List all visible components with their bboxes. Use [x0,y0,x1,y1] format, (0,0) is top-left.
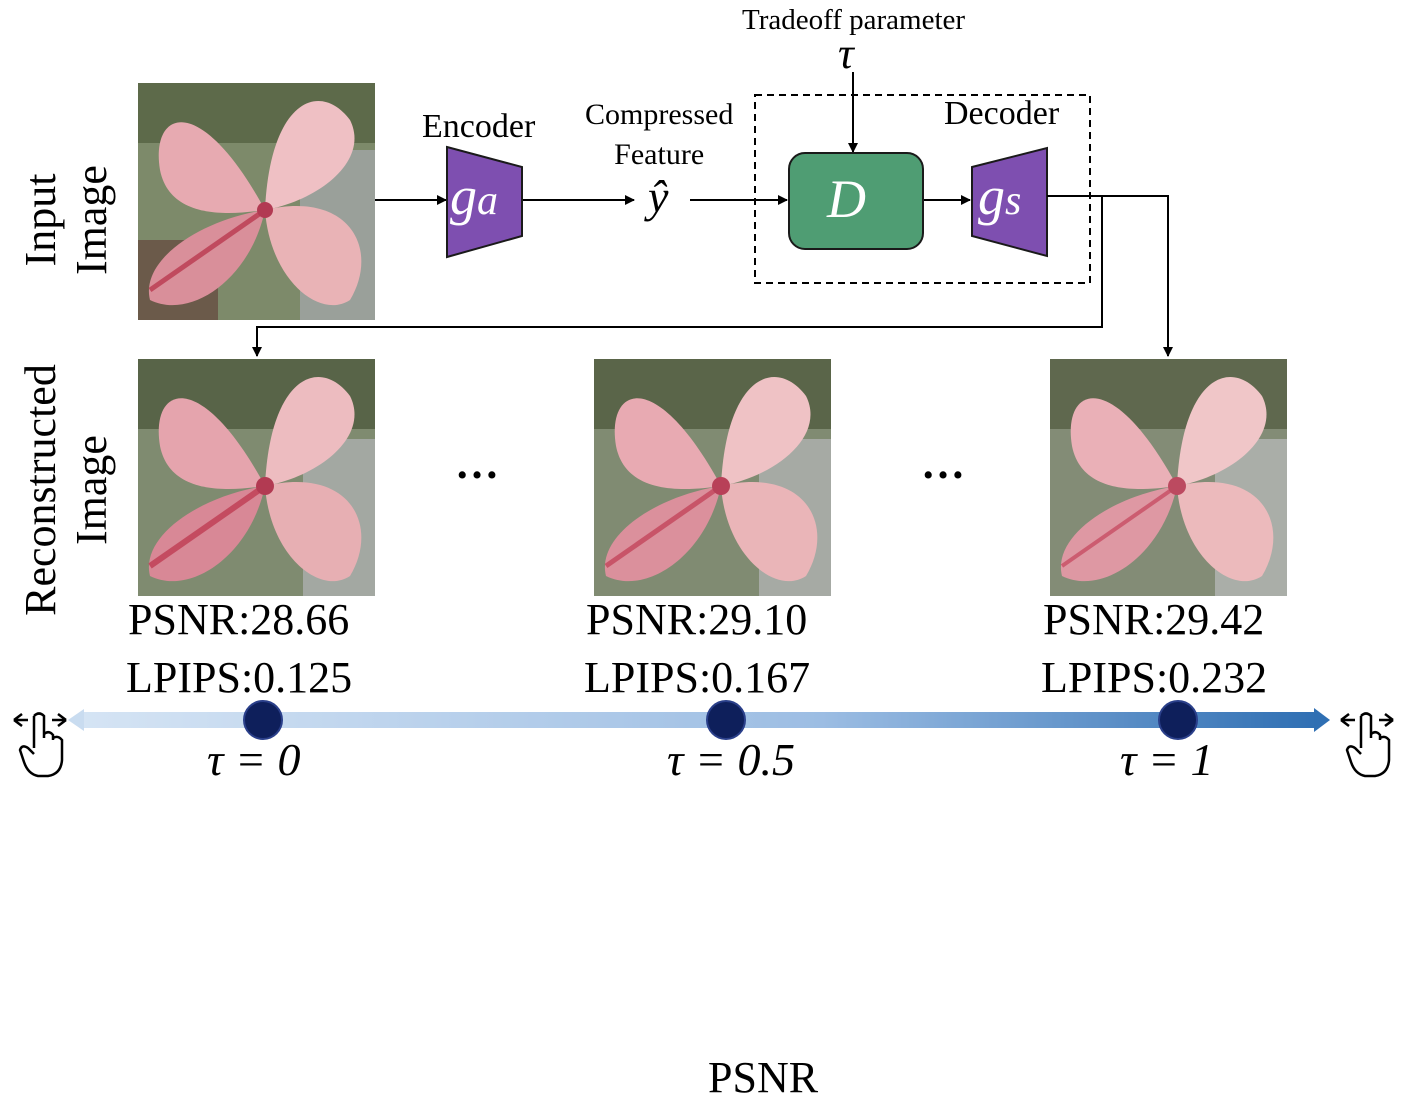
compressed-feature-label: Compressed Feature [585,95,733,175]
tradeoff-tau-symbol: τ [838,29,854,78]
decoder-symbol-g: g [978,166,1005,226]
decoder-label: Decoder [944,95,1060,132]
ellipsis-right: … [921,439,965,488]
lpips-value-tau-0: LPIPS:0.125 [126,653,353,702]
arrow-decoder-to-last-output [1090,195,1173,357]
encoder-label: Encoder [422,108,536,145]
swipe-hand-icon-left[interactable] [12,708,70,789]
ellipsis-left: … [455,439,499,488]
feature-label-line: Compressed [585,98,734,131]
decoder-symbol: gs [978,165,1021,227]
d-module-symbol: D [827,169,866,229]
slider-knob-tau-0[interactable] [243,700,283,740]
psnr-value-tau-0.5: PSNR:29.10 [586,595,808,644]
reconstructed-image-row-label: Reconstructed Image [15,340,116,640]
row-label-line: Image [67,165,116,275]
slider-knob-tau-0.5[interactable] [706,700,746,740]
slider-arrowhead-left [68,709,84,731]
swipe-hand-icon-right[interactable] [1339,708,1397,789]
reconstructed-image-tau-0 [138,359,375,596]
encoder-symbol: ga [450,165,498,227]
slider-knob-tau-1[interactable] [1158,700,1198,740]
feature-label-line: Feature [614,138,705,171]
lpips-value-tau-0.5: LPIPS:0.167 [584,653,811,702]
compressed-feature-symbol: ŷ [648,171,669,222]
input-image [138,83,375,320]
tau-label-0.5: τ = 0.5 [667,734,796,785]
d-module-block [788,152,924,250]
encoder-symbol-sub: a [477,178,498,224]
arrow-decoder-to-first-output [252,195,1103,357]
encoder-block [446,145,523,259]
psnr-value-tau-0: PSNR:28.66 [128,595,350,644]
reconstructed-image-tau-1 [1050,359,1287,596]
row-label-line: Input [16,173,65,267]
tradeoff-parameter-label: Tradeoff parameter [742,4,966,36]
row-label-line: Image [67,435,116,545]
decoder-block [971,146,1048,258]
encoder-symbol-g: g [450,166,477,226]
input-image-row-label: Input Image [15,120,116,320]
tradeoff-slider-track[interactable] [82,712,1316,728]
psnr-value-tau-1: PSNR:29.42 [1043,595,1265,644]
slider-arrowhead-right [1314,708,1330,732]
reconstructed-image-tau-0.5 [594,359,831,596]
tau-label-0: τ = 0 [207,734,301,785]
decoder-symbol-sub: s [1005,178,1022,224]
bottom-psnr-label: PSNR [708,1053,819,1102]
tau-label-1: τ = 1 [1120,734,1214,785]
lpips-value-tau-1: LPIPS:0.232 [1041,653,1268,702]
row-label-line: Reconstructed [16,364,65,616]
decoder-dashed-box [754,94,1091,284]
